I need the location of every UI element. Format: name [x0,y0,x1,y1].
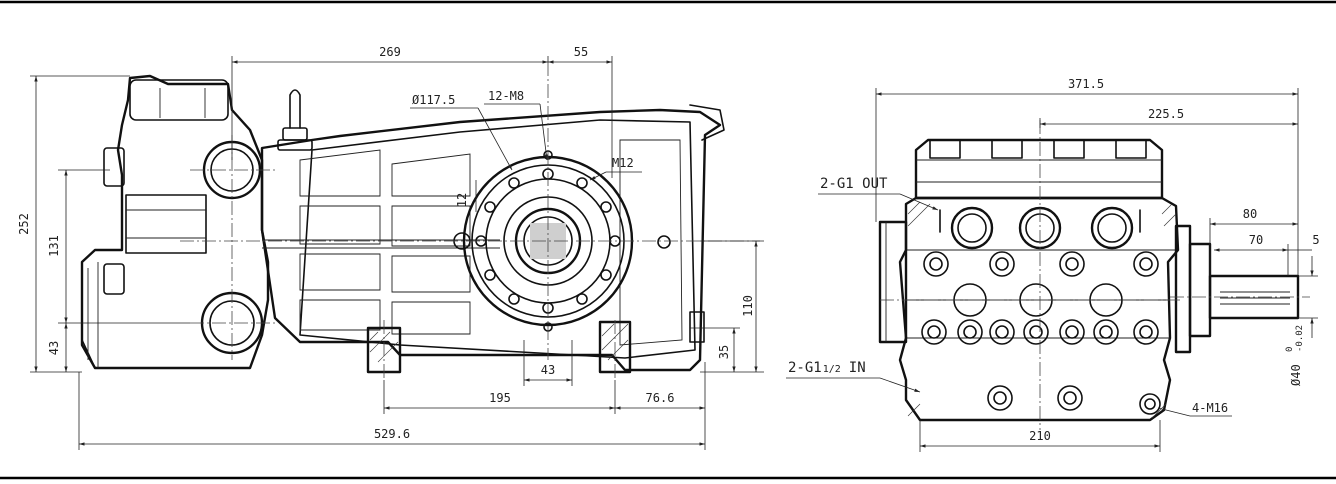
dim-252-label: 252 [17,213,31,235]
dim-70: 70 [1214,233,1289,276]
bolt-spec-label: 12-M8 [488,89,524,103]
dim-43-vertical: 43 [47,322,190,372]
inlet-label: 2-G11/2 IN [788,360,866,376]
manifold-head [80,74,270,370]
dim-225-5-label: 225.5 [1148,107,1184,121]
dim-55: 55 [548,45,612,64]
outlet-label: 2-G1 OUT [820,176,888,192]
dim-110-label: 110 [741,295,755,317]
dim-76-6-label: 76.6 [646,391,675,405]
shaft-dia-label: Ø40 [1289,364,1303,386]
dim-43-v-label: 43 [47,341,61,355]
dim-225-5: 225.5 [1039,107,1298,128]
inlet-suffix: IN [849,360,866,376]
end-view: 371.5 225.5 80 70 5 [786,77,1320,452]
dim-210: 210 [919,420,1161,452]
dim-5-label: 5 [1312,233,1319,247]
dim-43-h-label: 43 [541,363,555,377]
dim-269-label: 269 [379,45,401,59]
dim-110: 110 [700,240,764,373]
bolt-spec-callout: 12-M8 [484,89,548,161]
mount-bolt-callout: 4-M16 [1157,401,1232,417]
dim-55-label: 55 [574,45,588,59]
m12-label: M12 [612,156,634,170]
pump-end-body [898,138,1180,422]
dim-43-horizontal: 43 [523,340,573,386]
dim-70-label: 70 [1249,233,1263,247]
dim-35-label: 35 [717,345,731,359]
dim-210-label: 210 [1029,429,1051,443]
dim-371-5: 371.5 [875,77,1299,276]
m12-callout: M12 [589,156,642,181]
mount-bolt-label: 4-M16 [1192,401,1228,415]
side-view: 269 55 Ø117.5 12-M8 M12 12 [17,45,764,450]
dim-80: 80 [1209,207,1298,276]
dim-252: 252 [17,75,130,373]
dim-shaft-dia: Ø40 0 -0.02 [1285,256,1318,386]
dim-76-6: 76.6 [615,391,705,410]
dim-269: 269 [231,45,613,178]
dim-529-6: 529.6 [78,372,706,450]
flange-dia-callout: Ø117.5 [410,93,513,171]
dim-131: 131 [47,169,110,323]
crankcase [260,104,725,374]
dim-371-5-label: 371.5 [1068,77,1104,91]
outlet-callout: 2-G1 OUT [818,176,939,211]
flange-dia-label: Ø117.5 [412,93,455,107]
shaft-tol-lower: -0.02 [1295,325,1305,352]
drive-shaft [878,220,1300,354]
dim-80-label: 80 [1243,207,1257,221]
inlet-callout: 2-G11/2 IN [786,360,921,393]
dipstick [277,89,313,151]
shaft-tol-upper: 0 [1285,347,1295,352]
dim-5: 5 [1288,233,1320,251]
dim-35: 35 [690,327,740,372]
dim-131-label: 131 [47,235,61,257]
inlet-prefix: 2-G1 [788,360,822,376]
dim-12-label: 12 [455,193,469,207]
dim-12: 12 [455,180,477,212]
inlet-fraction: 1/2 [823,364,841,375]
dim-529-6-label: 529.6 [374,427,410,441]
dim-195-label: 195 [489,391,511,405]
